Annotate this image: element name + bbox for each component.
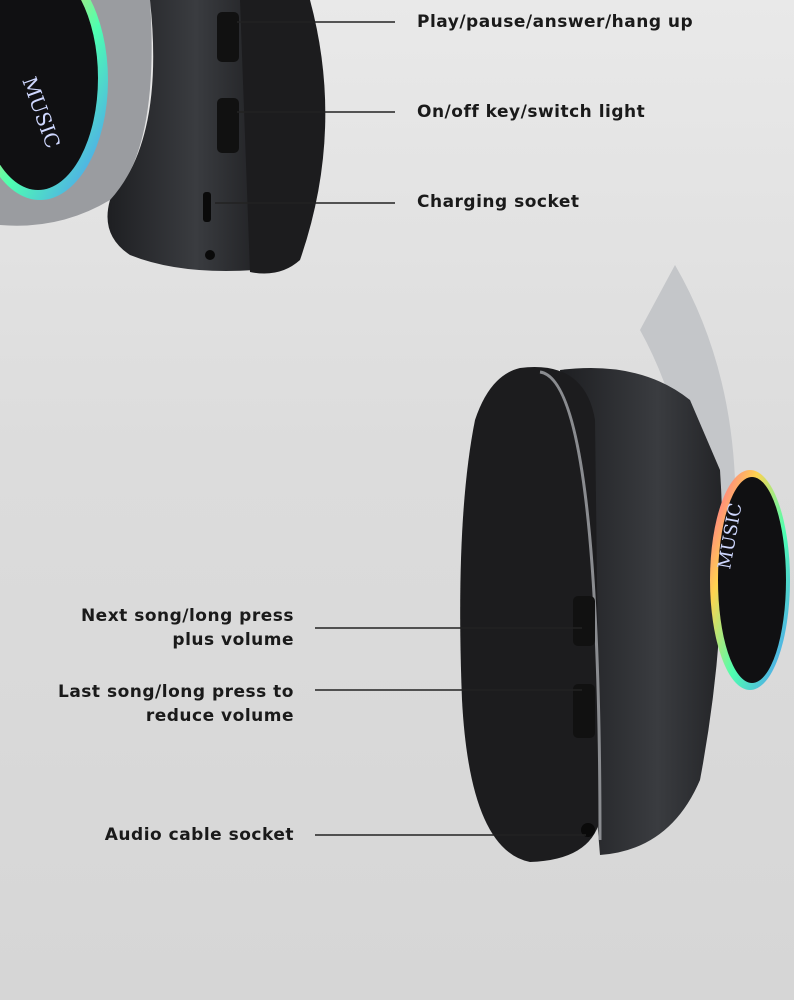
callout-charging: Charging socket: [417, 192, 580, 212]
play-pause-button: [217, 12, 239, 62]
callout-line: reduce volume: [145, 706, 294, 726]
top-cushion: [240, 0, 326, 274]
callout-power: On/off key/switch light: [417, 102, 646, 122]
next-song-button: [573, 596, 595, 646]
audio-jack: [581, 823, 595, 837]
callout-line: Next song/long press: [80, 606, 294, 626]
charging-port: [203, 192, 211, 222]
top-earcup: MUSIC: [0, 0, 326, 274]
callout-last-song: Last song/long press to reduce volume: [58, 680, 294, 728]
callout-next-song: Next song/long press plus volume: [81, 604, 294, 652]
leader-lines: [215, 21, 586, 836]
bottom-earcup: MUSIC: [460, 265, 790, 862]
last-song-button: [573, 684, 595, 738]
callout-line: plus volume: [172, 630, 294, 650]
callout-line: Last song/long press to: [58, 682, 294, 702]
callout-audio-socket: Audio cable socket: [105, 823, 294, 847]
power-button: [217, 98, 239, 153]
bottom-cushion: [460, 367, 600, 862]
callout-play-pause: Play/pause/answer/hang up: [417, 12, 694, 32]
callout-line: Audio cable socket: [104, 825, 294, 845]
